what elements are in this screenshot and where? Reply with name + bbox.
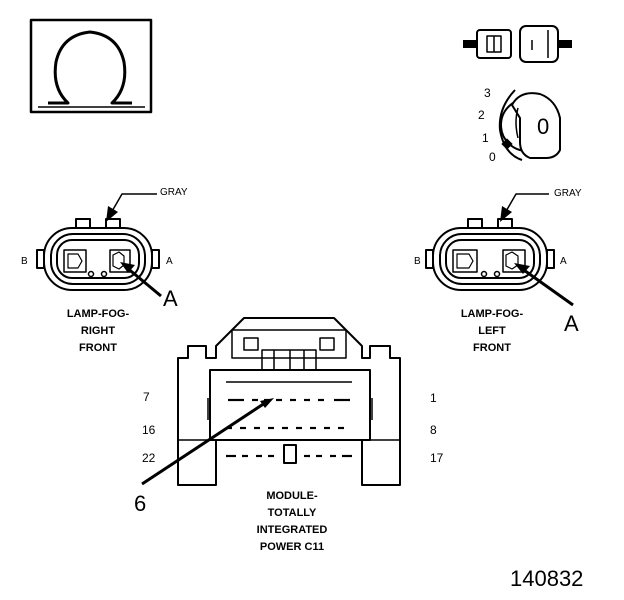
connector-left-front [425, 193, 574, 307]
wire-color-label: GRAY [160, 187, 188, 198]
key-position-1: 1 [482, 131, 489, 145]
figure-number: 140832 [510, 566, 584, 591]
connector-caption: LAMP-FOG- LEFT FRONT [460, 308, 524, 354]
pin-number-7: 7 [143, 390, 150, 404]
connector-disconnect-icon [463, 25, 572, 63]
callout-a: A [564, 311, 579, 336]
key-position-0: 0 [489, 150, 496, 164]
callout-6: 6 [134, 491, 147, 516]
pin-number-8: 8 [430, 423, 437, 437]
ignition-key-icon [498, 89, 561, 161]
connector-right-front [36, 193, 162, 298]
pin-number-22: 22 [142, 451, 156, 465]
pin-a-label: A [560, 256, 567, 267]
module-caption: MODULE- TOTALLY INTEGRATED POWER C11 [256, 490, 328, 553]
wire-color-label: GRAY [554, 188, 582, 199]
pin-a-label: A [166, 256, 173, 267]
pin-number-16: 16 [142, 423, 156, 437]
key-position-3: 3 [484, 86, 491, 100]
pin-number-1: 1 [430, 391, 437, 405]
pin-number-17: 17 [430, 451, 444, 465]
ohmmeter-icon [29, 18, 153, 114]
pin-b-label: B [414, 256, 421, 267]
callout-a: A [163, 286, 178, 311]
key-face-label: 0 [537, 114, 550, 139]
module-c11-connector [141, 317, 401, 486]
connector-caption: LAMP-FOG- RIGHT FRONT [66, 308, 130, 354]
key-position-2: 2 [478, 108, 485, 122]
module-pin-cavities [226, 398, 352, 458]
pin-b-label: B [21, 256, 28, 267]
